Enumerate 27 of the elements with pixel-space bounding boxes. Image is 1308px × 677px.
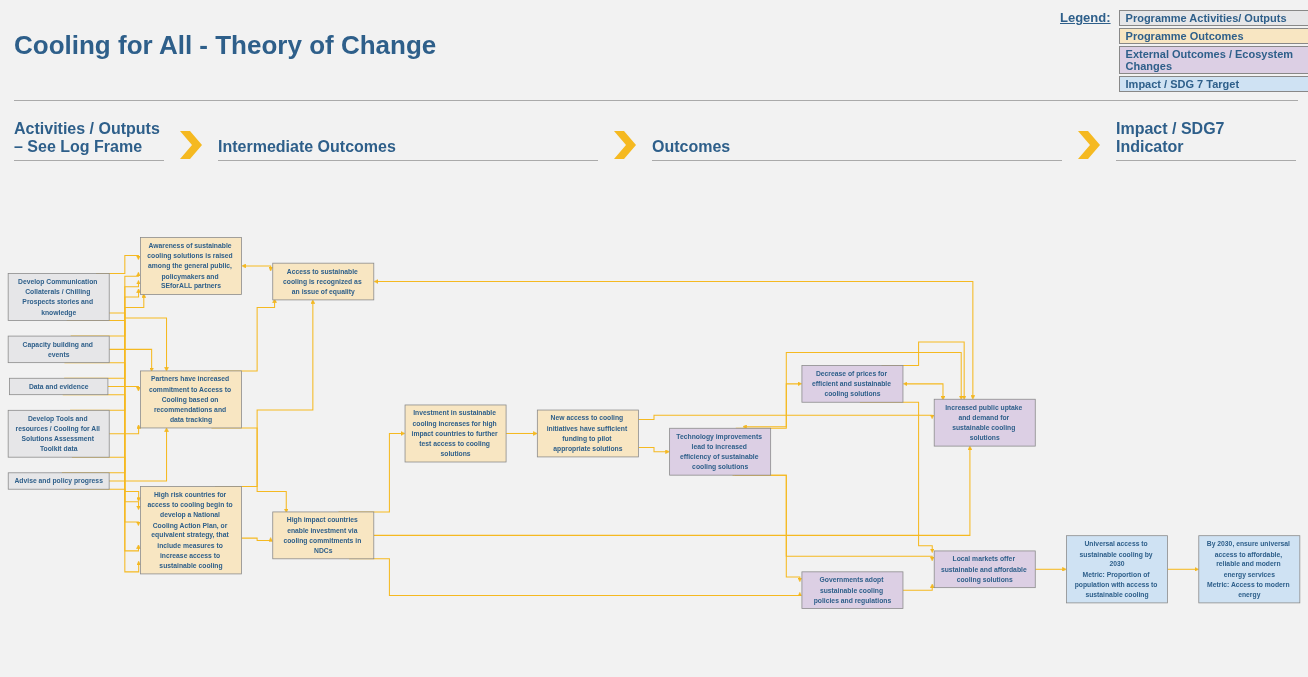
legend-heading: Legend: [1060,10,1111,27]
arrow [107,385,141,391]
legend-swatch: External Outcomes / Ecosystem Changes [1118,46,1308,74]
arrow [742,381,803,429]
legend-swatch: Programme Outcomes [1118,28,1308,44]
legend-swatch: Impact / SDG 7 Target [1118,76,1308,92]
arrow [241,263,273,271]
arrow [505,430,538,436]
column-heading: Impact / SDG7 Indicator [1116,120,1296,161]
arrow [108,423,141,434]
arrow [1167,566,1199,572]
arrow [637,446,670,454]
arrow [902,381,946,400]
arrow [108,426,169,482]
arrow [241,536,273,542]
column-heading: Outcomes [652,138,1062,161]
arrow [1034,566,1067,572]
column-heading: Activities / Outputs – See Log Frame [14,120,164,161]
arrow [108,348,154,372]
diagram-title: Cooling for All - Theory of Change [14,30,437,61]
arrow [902,583,935,591]
arrow [373,278,976,400]
arrow [373,445,973,536]
legend-swatch: Programme Activities/ Outputs [1118,10,1308,26]
arrow [108,311,169,372]
arrow [637,414,935,420]
column-heading: Intermediate Outcomes [218,138,598,161]
